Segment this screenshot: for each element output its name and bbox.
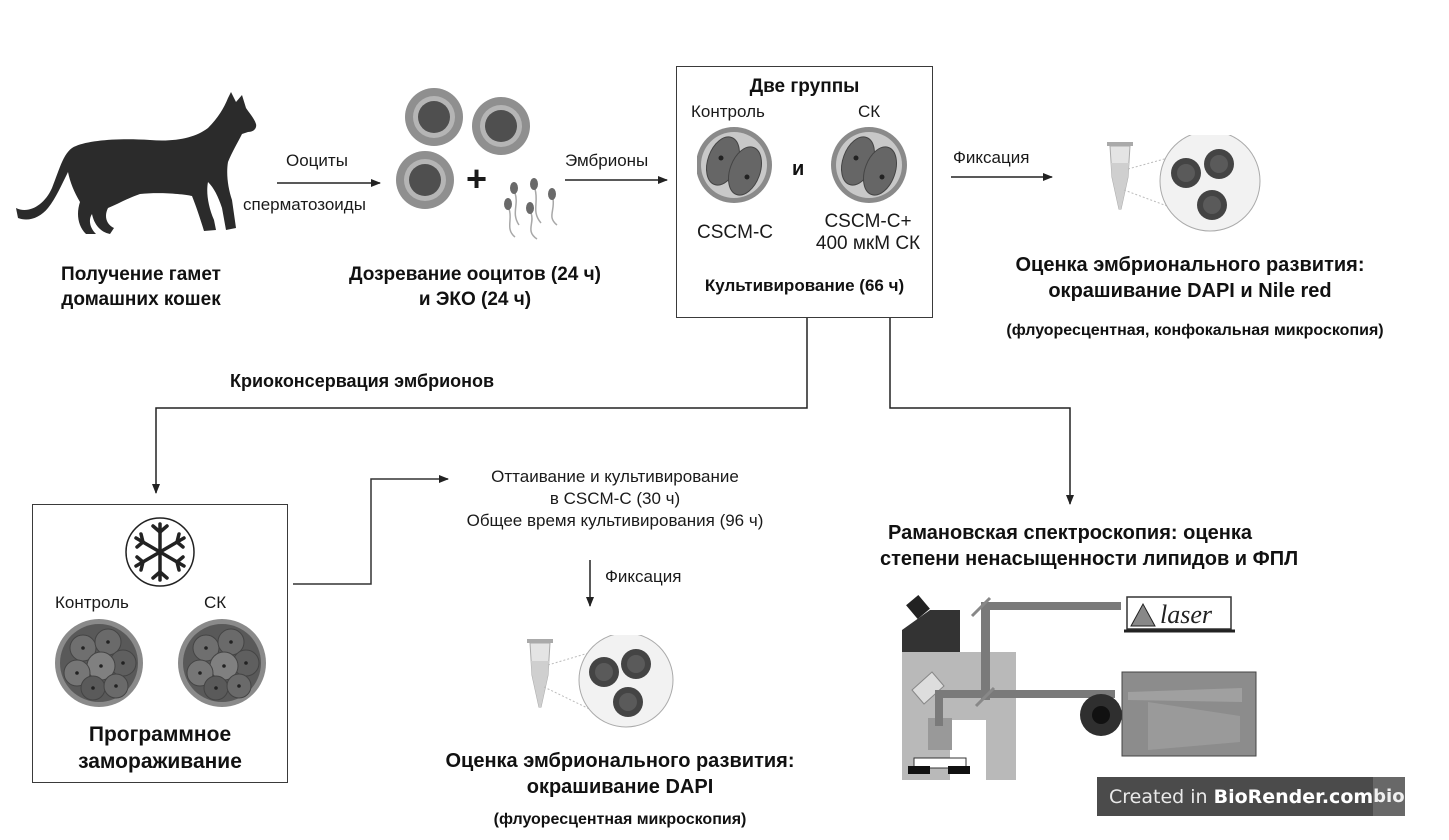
group-label-control: Контроль — [691, 102, 765, 121]
tube-icon — [1107, 142, 1133, 210]
morula-control-icon — [55, 619, 143, 707]
stained-embryo-icon — [621, 649, 651, 679]
freeze-group-label-sk: СК — [204, 593, 227, 612]
group-label-sk: СК — [858, 102, 881, 121]
programmed-freezing-box: Контроль СК Программное замораживание — [32, 504, 288, 783]
fixation-tube-magnifier-bottom — [527, 635, 674, 728]
stained-embryo-icon — [1171, 158, 1201, 188]
fixation-top-subtitle: (флуоресцентная, конфокальная микроскопи… — [1006, 322, 1384, 339]
culture-box-heading: Две группы — [749, 76, 860, 97]
two-cell-embryo-sk-icon — [831, 127, 907, 203]
thaw-subtitle: (флуоресцентная микроскопия) — [493, 811, 747, 828]
oocytes-sperm-illustration — [396, 88, 558, 240]
stained-embryo-icon — [589, 657, 619, 687]
stained-embryo-icon — [1197, 190, 1227, 220]
medium-control: CSCM-C — [697, 222, 773, 243]
sperm-icon — [508, 188, 558, 240]
stained-embryo-icon — [1204, 149, 1234, 179]
laser-beam-path — [935, 602, 1121, 726]
culture-box-footer: Культивирование (66 ч) — [704, 276, 905, 295]
freeze-group-label-control: Контроль — [55, 593, 129, 612]
step2-title: Дозревание ооцитов (24 ч) и ЭКО (24 ч) — [348, 264, 602, 310]
culture-groups-box: Две группы Контроль СК и CSCM-C CSCM-C+ … — [676, 66, 933, 318]
arrow-label-embryos: Эмбрионы — [565, 151, 649, 170]
thaw-title: Оценка эмбрионального развития: окрашива… — [445, 750, 795, 798]
raman-setup-illustration: laser — [902, 594, 1257, 780]
arrow-label-fixation-top: Фиксация — [953, 148, 1030, 167]
connector-thaw — [293, 475, 449, 585]
laser-label: laser — [1160, 600, 1213, 629]
cryo-branch-label: Криоконсервация эмбрионов — [230, 371, 495, 391]
fixation-top-title: Оценка эмбрионального развития: окрашива… — [1015, 254, 1365, 302]
spectrometer-icon — [1080, 671, 1257, 757]
fixation-tube-magnifier-top — [1107, 135, 1261, 232]
oocyte-icon — [396, 151, 454, 209]
raman-title: Рамановская спектроскопия: оценка степен… — [880, 522, 1299, 570]
two-cell-embryo-control-icon — [697, 127, 772, 203]
badge-prefix: Created in — [1109, 785, 1214, 808]
medium-sk: CSCM-C+ 400 мкМ СК — [815, 211, 921, 254]
cat-icon — [16, 92, 257, 234]
oocyte-icon — [405, 88, 463, 146]
connector-raman — [889, 318, 1074, 505]
morula-sk-icon — [178, 619, 266, 707]
microscope-icon — [902, 594, 1016, 780]
oocyte-icon — [472, 97, 530, 155]
conjunction-and: и — [792, 158, 805, 180]
snowflake-icon — [125, 517, 195, 587]
step1-title: Получение гамет домашних кошек — [61, 264, 221, 310]
arrow-label-sperm: сперматозоиды — [243, 195, 366, 214]
laser-source: laser — [1124, 596, 1235, 633]
freeze-box-title: Программное замораживание — [78, 723, 242, 774]
biorender-badge[interactable]: Created in BioRender.com bio — [1097, 777, 1405, 816]
arrow-label-oocytes: Ооциты — [286, 151, 348, 170]
stained-embryo-icon — [613, 687, 643, 717]
badge-brand: BioRender.com — [1213, 785, 1374, 808]
connector-cryo — [152, 318, 808, 494]
arrow-label-fixation-bottom: Фиксация — [605, 567, 682, 586]
plus-sign: + — [466, 158, 488, 199]
biorender-logo-icon: bio — [1373, 777, 1405, 816]
thaw-description: Оттаивание и культивирование в CSCM-C (3… — [466, 467, 764, 531]
tube-icon — [527, 639, 553, 708]
